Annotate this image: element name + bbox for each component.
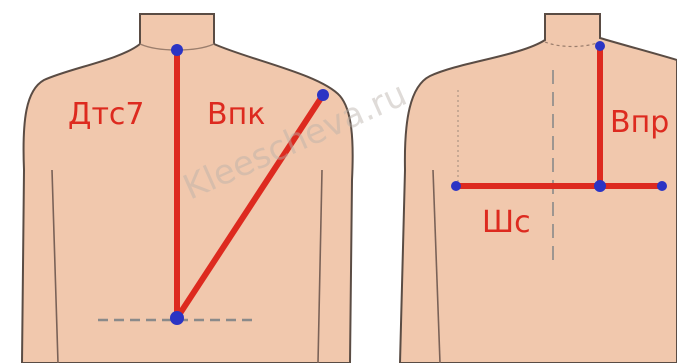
back-center-point: [594, 180, 606, 192]
label-vpr: Впр: [610, 105, 669, 140]
label-shs: Шс: [482, 205, 531, 240]
shoulder-point: [317, 89, 329, 101]
back-left-point: [451, 181, 461, 191]
neck-point: [171, 44, 183, 56]
back-right-point: [657, 181, 667, 191]
label-vpk: Впк: [207, 97, 265, 132]
label-dts7: Дтс7: [68, 97, 145, 132]
back-neck-point: [595, 41, 605, 51]
waist-point: [170, 311, 184, 325]
back-figure: Впр Шс: [400, 14, 677, 363]
